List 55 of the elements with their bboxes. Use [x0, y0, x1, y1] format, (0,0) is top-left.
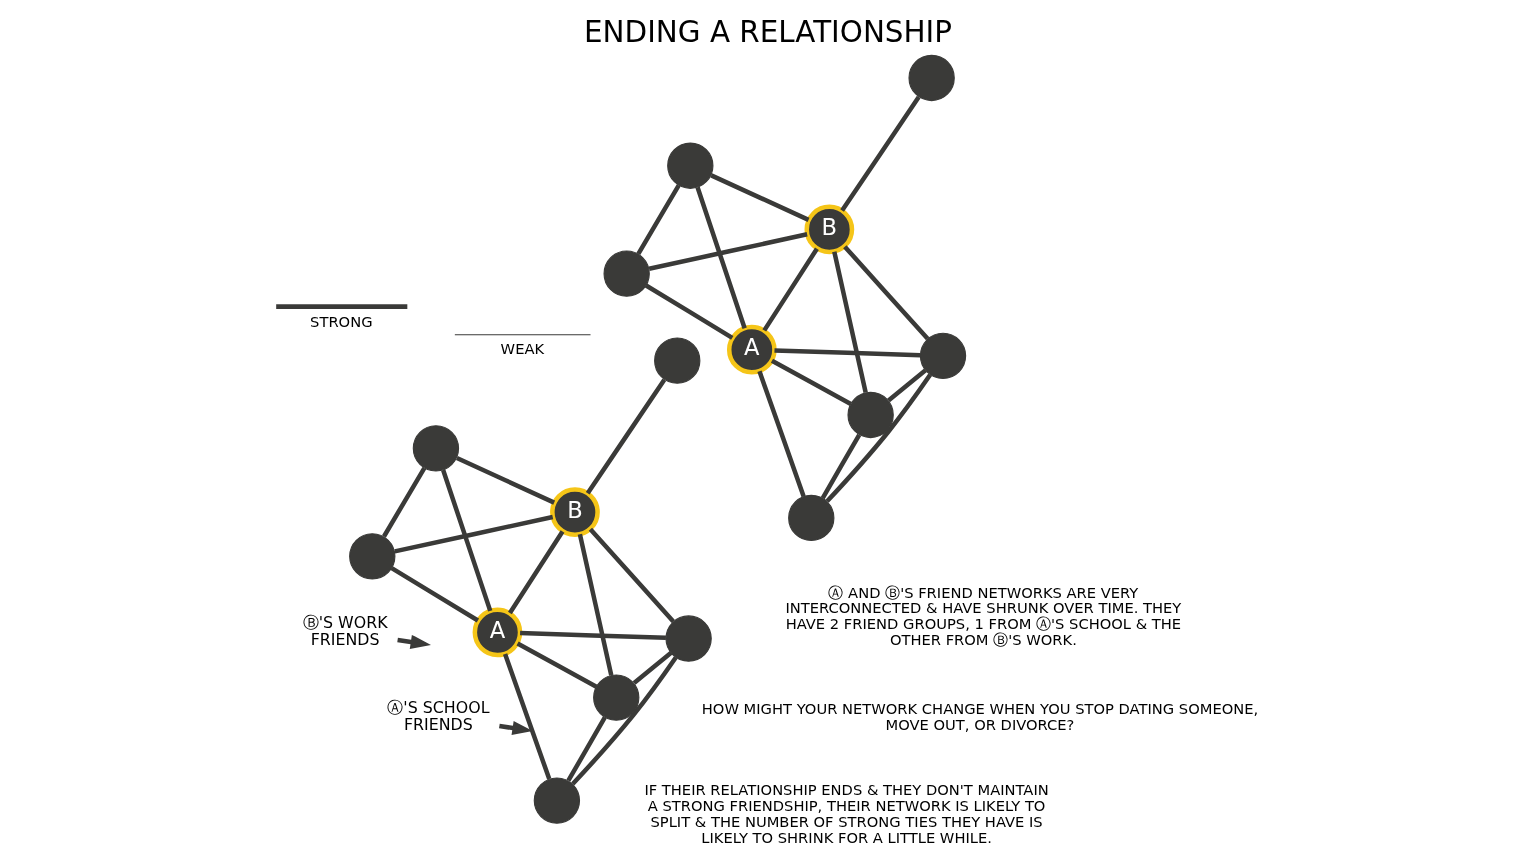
label: IF THEIR RELATIONSHIP ENDS & THEY DON'T MAINTAIN A STRONG FRIENDSHIP, THEIR NETWORK IS LIKELY TO SPLIT & THE NUMBER OF STRONG TIES THEY HAVE IS LIKELY TO SHRINK FOR A LITTLE WHILE.	[644, 780, 1049, 846]
node-circle	[654, 336, 701, 384]
node-circle: B	[550, 486, 600, 537]
diagram-title: ENDING A RELATIONSHIP	[584, 14, 952, 49]
connector	[644, 283, 734, 340]
connector	[520, 630, 666, 640]
node-circle	[412, 424, 460, 472]
connector	[843, 244, 930, 340]
connector	[825, 373, 933, 503]
node-circle: A	[472, 607, 523, 657]
connector	[508, 529, 565, 614]
connector	[502, 652, 552, 780]
arrow	[397, 634, 431, 649]
connector	[588, 527, 675, 623]
node-circle	[908, 54, 955, 101]
legend-label: WEAK	[500, 339, 545, 357]
connector	[455, 455, 556, 505]
connector	[710, 172, 810, 222]
connector	[571, 655, 678, 785]
node-circle: A	[726, 324, 777, 375]
connector	[757, 370, 806, 497]
connector	[516, 640, 598, 689]
legend-label: STRONG	[310, 312, 373, 330]
connector	[770, 358, 852, 406]
node-circle	[665, 614, 712, 662]
node-circle	[533, 776, 581, 824]
connector	[394, 514, 554, 554]
node-circle	[919, 332, 967, 379]
node-circle	[847, 391, 894, 438]
node-text: Ⓐ'S SCHOOL FRIENDS	[387, 697, 490, 734]
connector	[382, 466, 427, 538]
node-circle	[603, 249, 650, 297]
connector	[585, 377, 667, 494]
label: HOW MIGHT YOUR NETWORK CHANGE WHEN YOU STOP DATING SOMEONE, MOVE OUT, OR DIVORCE?	[701, 699, 1259, 733]
label: Ⓐ AND Ⓑ'S FRIEND NETWORKS ARE VERY INTERCONNECTED & HAVE SHRUNK OVER TIME. THEY HAVE 2 FRIEND GROUPS, 1 FROM Ⓐ'S SCHOOL & THE OTHER FROM Ⓑ'S WORK.	[785, 583, 1182, 648]
connector	[695, 186, 747, 329]
connector	[774, 347, 921, 357]
connector	[648, 231, 808, 271]
connector	[636, 183, 681, 255]
connector	[840, 95, 921, 212]
connector	[441, 468, 493, 612]
node-circle	[593, 673, 640, 721]
node-circle: B	[804, 204, 855, 254]
node-text: Ⓑ'S WORK FRIENDS	[302, 612, 388, 649]
node-circle	[667, 142, 714, 189]
connector	[820, 433, 862, 499]
connector	[632, 650, 673, 685]
node-circle	[349, 532, 396, 579]
connector	[577, 533, 614, 676]
connector	[762, 247, 819, 332]
connector	[887, 367, 927, 402]
connector	[566, 715, 607, 782]
node-circle	[788, 494, 835, 541]
connector	[832, 250, 868, 393]
connector	[390, 565, 480, 622]
